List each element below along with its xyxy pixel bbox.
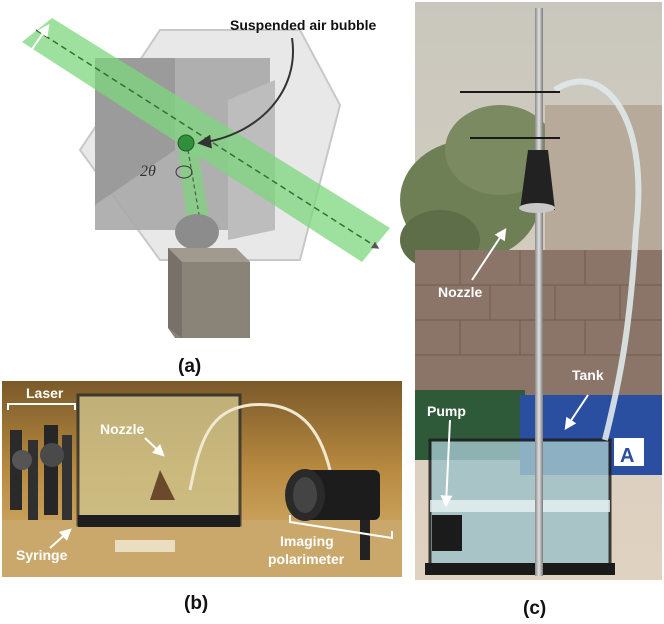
caption-a: (a): [178, 356, 201, 377]
label-imaging: Imaging: [280, 533, 334, 549]
panel-a: [19, 18, 390, 338]
scattered-beam: [178, 150, 210, 228]
panel-c: [400, 2, 662, 580]
label-nozzle-b: Nozzle: [100, 421, 145, 437]
water-tank: [76, 393, 242, 527]
nozzle-c: [520, 150, 555, 210]
air-bubble: [177, 134, 195, 152]
optical-bench: [2, 520, 402, 577]
caption-b: (b): [184, 593, 208, 614]
label-laser: Laser: [26, 385, 64, 401]
camera-lens: [175, 214, 219, 250]
laser-optics: [10, 425, 72, 520]
label-nozzle-c: Nozzle: [438, 284, 483, 300]
angle-arc: [175, 165, 193, 179]
label-syringe: Syringe: [16, 547, 68, 563]
label-pump: Pump: [427, 403, 466, 419]
label-polarimeter: polarimeter: [268, 551, 345, 567]
building: [545, 105, 662, 250]
syringe-block: [115, 540, 175, 552]
annotation-arrow: [197, 37, 294, 149]
tank-arrow: [564, 394, 589, 430]
syringe-arrow: [49, 528, 72, 549]
polarimeter-camera: [285, 469, 380, 560]
nozzle-arrow: [144, 437, 165, 457]
panel-b: [2, 381, 402, 577]
camera-side: [168, 248, 182, 338]
camera-top: [168, 248, 250, 262]
camera-body: [168, 248, 250, 338]
label-tank: Tank: [572, 367, 604, 383]
nozzle-arrow-c: [471, 227, 507, 281]
scattered-beam-axis: [187, 149, 203, 222]
imaging-bracket: [289, 515, 393, 540]
caption-c: (c): [523, 598, 546, 619]
nozzle-body: [150, 470, 175, 500]
pump: [432, 515, 462, 551]
angle-label: 2θ: [140, 163, 156, 180]
pole: [535, 8, 543, 576]
tube: [188, 402, 332, 491]
bin-letter: A: [620, 445, 634, 467]
pump-arrow: [440, 419, 453, 508]
tube-c: [553, 78, 642, 441]
laser-bracket: [7, 403, 76, 410]
annotation-suspended-bubble: Suspended air bubble: [230, 17, 376, 33]
polarization-arrow: [19, 24, 50, 64]
